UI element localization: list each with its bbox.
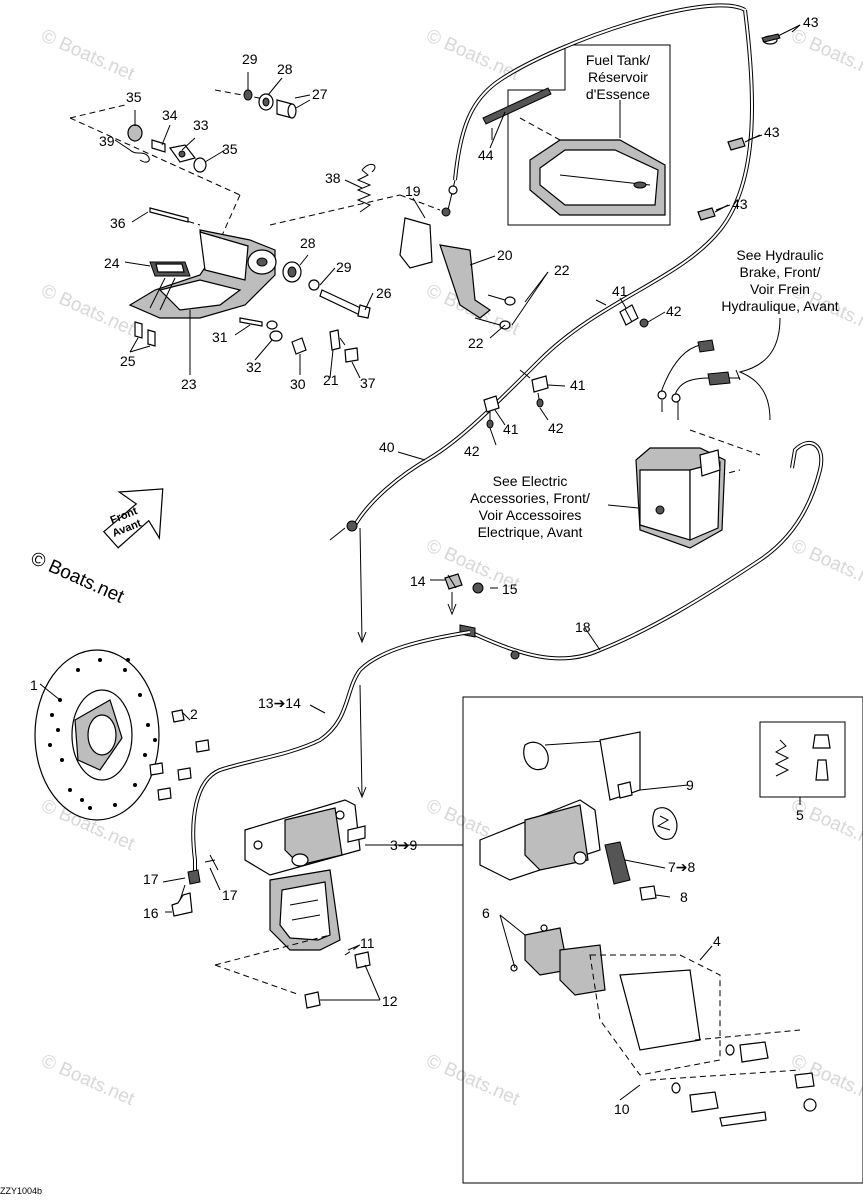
part-number-31: 31 xyxy=(212,329,228,345)
part-number-43: 43 xyxy=(732,196,748,212)
part-number-7-8: 7➔8 xyxy=(668,859,696,875)
part-number-43: 43 xyxy=(803,14,819,30)
watermark: © Boats.net xyxy=(788,535,863,595)
watermark: © Boats.net xyxy=(38,1050,138,1110)
part-number-21: 21 xyxy=(323,372,339,388)
part-number-11: 11 xyxy=(360,935,375,951)
brake-pedal-assembly xyxy=(69,89,516,363)
part-number-33: 33 xyxy=(193,117,209,133)
part-number-5: 5 xyxy=(796,807,804,823)
parts-14-15 xyxy=(444,573,484,616)
part-number-17: 17 xyxy=(222,887,238,903)
part-number-6: 6 xyxy=(482,905,490,921)
electric-label-line1: See Electric xyxy=(493,473,568,489)
part-number-35: 35 xyxy=(126,89,142,105)
hydraulic-label-line3: Voir Frein xyxy=(750,281,810,297)
hydraulic-label-line4: Hydraulique, Avant xyxy=(721,298,838,314)
diagram-code: ZZY1004b xyxy=(0,1186,43,1196)
hydraulic-callout: See Hydraulic Brake, Front/ Voir Frein H… xyxy=(721,247,839,421)
bolts-2 xyxy=(149,709,210,801)
part-number-1: 1 xyxy=(30,677,38,693)
electric-label-line2: Accessories, Front/ xyxy=(470,490,590,506)
part-number-42: 42 xyxy=(548,420,564,436)
part-number-30: 30 xyxy=(290,376,306,392)
part-number-34: 34 xyxy=(162,107,178,123)
part-number-12: 12 xyxy=(382,993,398,1009)
watermark: © Boats.net xyxy=(788,25,863,85)
part-number-14: 14 xyxy=(410,573,426,589)
part-number-24: 24 xyxy=(104,255,120,271)
part-number-27: 27 xyxy=(312,86,328,102)
part-number-22: 22 xyxy=(468,335,484,351)
part-number-25: 25 xyxy=(120,353,136,369)
parts-41-42 xyxy=(483,299,649,429)
part-number-39: 39 xyxy=(99,133,115,149)
part-number-41: 41 xyxy=(570,377,586,393)
part-number-35: 35 xyxy=(222,141,238,157)
part-number-38: 38 xyxy=(325,170,341,186)
caliper-left xyxy=(244,799,385,876)
watermark: © Boats.net xyxy=(38,280,138,340)
front-arrow: Front Avant xyxy=(102,488,164,549)
part-number-26: 26 xyxy=(376,285,392,301)
part-number-42: 42 xyxy=(464,443,480,459)
part-number-41: 41 xyxy=(612,283,628,299)
part-number-40: 40 xyxy=(379,439,395,455)
electric-label-line4: Electrique, Avant xyxy=(478,524,583,540)
part-number-41: 41 xyxy=(503,421,519,437)
hydraulic-label-line2: Brake, Front/ xyxy=(740,264,821,280)
part-number-44: 44 xyxy=(478,147,494,163)
part-number-20: 20 xyxy=(497,247,513,263)
watermark: © Boats.net xyxy=(788,795,863,855)
fuel-tank-label-line2: Réservoir xyxy=(588,69,648,85)
leader-lines xyxy=(39,24,801,1101)
part-number-32: 32 xyxy=(246,359,262,375)
part-number-42: 42 xyxy=(666,303,682,319)
part-number-18: 18 xyxy=(575,619,591,635)
part-number-28: 28 xyxy=(300,235,316,251)
electric-callout: See Electric Accessories, Front/ Voir Ac… xyxy=(470,473,590,540)
part-number-13-14: 13➔14 xyxy=(258,695,301,711)
part-number-2: 2 xyxy=(190,706,198,722)
part-number-17: 17 xyxy=(143,871,159,887)
part-number-16: 16 xyxy=(143,905,159,921)
part-number-23: 23 xyxy=(181,376,197,392)
detail-box xyxy=(375,696,863,1184)
part-number-43: 43 xyxy=(764,124,780,140)
part-number-29: 29 xyxy=(242,51,258,67)
part-44-strip xyxy=(482,87,561,141)
part-number-22: 22 xyxy=(554,262,570,278)
part-number-37: 37 xyxy=(360,375,376,391)
part-numbers: 1 2 3➔9 4 5 6 7➔8 8 9 10 11 12 13➔14 14 … xyxy=(30,14,819,1117)
part-number-28: 28 xyxy=(277,61,293,77)
part-number-4: 4 xyxy=(713,933,721,949)
abs-module xyxy=(607,339,761,549)
clips-43 xyxy=(697,24,801,221)
part-number-15: 15 xyxy=(502,581,518,597)
fuel-tank-label-line1: Fuel Tank/ xyxy=(586,52,650,68)
watermark: © Boats.net xyxy=(38,25,138,85)
fuel-tank-label-line3: d'Essence xyxy=(586,86,650,102)
hydraulic-label-line1: See Hydraulic xyxy=(736,247,823,263)
fuel-tank-inset: Fuel Tank/ Réservoir d'Essence xyxy=(507,44,671,226)
watermark: © Boats.net xyxy=(423,1050,523,1110)
part-number-9: 9 xyxy=(686,777,694,793)
part-number-3-9: 3➔9 xyxy=(390,837,418,853)
part-number-19: 19 xyxy=(405,183,421,199)
part-number-8: 8 xyxy=(680,889,688,905)
bracket-11 xyxy=(214,869,371,1009)
part-number-29: 29 xyxy=(336,259,352,275)
brake-disc xyxy=(34,649,160,821)
electric-label-line3: Voir Accessoires xyxy=(479,507,582,523)
part-number-10: 10 xyxy=(614,1101,630,1117)
part-number-36: 36 xyxy=(110,215,126,231)
